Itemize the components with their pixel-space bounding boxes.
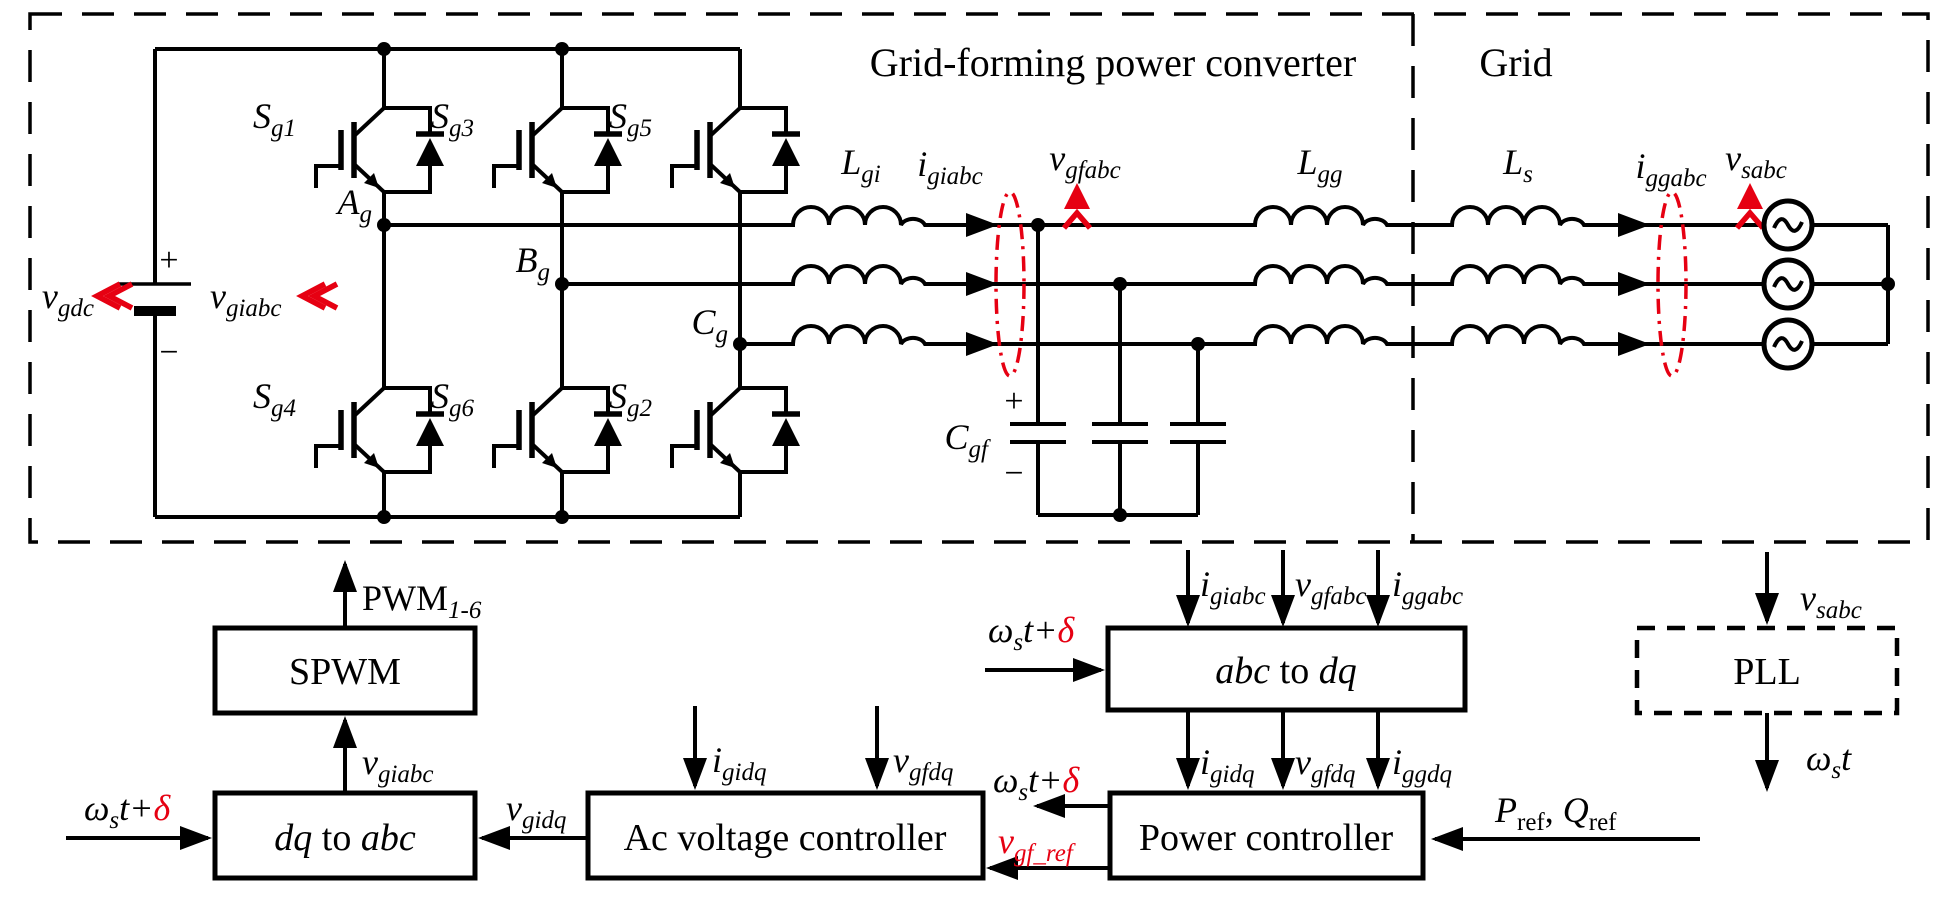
label-lgi: Lgi xyxy=(840,142,881,188)
dc-plus-sign: + xyxy=(159,242,178,279)
igbt-sg2 xyxy=(672,388,800,472)
iggabc-current-arrow-icons xyxy=(1618,213,1650,356)
title-grid-forming-converter: Grid-forming power converter xyxy=(870,40,1356,85)
pll-block-label: PLL xyxy=(1733,651,1801,693)
dc-source: + − xyxy=(119,49,191,517)
label-sg4: Sg4 xyxy=(253,376,296,422)
phase-c-line xyxy=(740,324,1764,346)
label-cgf: Cgf xyxy=(945,417,992,463)
label-sg3: Sg3 xyxy=(431,96,474,142)
igiabc-current-arrow-icons xyxy=(966,213,998,356)
label-omega-t-delta-left: ωst+δ xyxy=(84,788,171,834)
power-controller-block xyxy=(1107,790,1426,881)
label-sg6: Sg6 xyxy=(431,376,475,422)
junction-dots xyxy=(377,42,1895,524)
igbt-sg5 xyxy=(672,108,800,192)
label-vgidq: vgidq xyxy=(506,788,566,834)
abc-to-dq-block-label: abc to dq xyxy=(1215,650,1356,692)
label-igiabc-measure: igiabc xyxy=(917,144,983,190)
ac-voltage-controller-block xyxy=(585,790,986,881)
label-vgdc: vgdc xyxy=(42,276,94,322)
label-vsabc-control: vsabc xyxy=(1800,578,1862,624)
vgiabc-measure-arrow-icon xyxy=(296,281,339,311)
label-iggabc-measure: iggabc xyxy=(1635,146,1706,192)
label-pref-qref: Pref, Qref xyxy=(1494,790,1617,836)
spwm-block xyxy=(212,625,478,716)
title-grid: Grid xyxy=(1479,40,1552,85)
phase-lines xyxy=(384,205,1764,346)
label-vgfabc-input: vgfabc xyxy=(1295,564,1367,610)
abc-to-dq-input-arrows xyxy=(1176,550,1390,627)
spwm-block-label: SPWM xyxy=(289,651,401,693)
igbt-sg6 xyxy=(494,388,622,472)
phase-a-line xyxy=(384,205,1764,227)
label-omega-t-delta-pc: ωst+δ xyxy=(993,760,1080,806)
label-omega-t-delta-abcdq: ωst+δ xyxy=(988,610,1075,656)
igiabc-measure-ellipse-icon xyxy=(994,190,1026,378)
igbt-sg3 xyxy=(494,108,622,192)
label-vgfdq-output: vgfdq xyxy=(1295,742,1355,788)
label-pwm-1-6: PWM1-6 xyxy=(362,578,482,624)
pll-block xyxy=(1634,625,1900,716)
abc-to-dq-output-arrows xyxy=(1176,710,1390,790)
cap-plus-sign: + xyxy=(1004,383,1023,420)
dq-to-abc-block xyxy=(212,790,478,881)
label-igidq-output: igidq xyxy=(1200,742,1254,788)
cap-minus-sign: − xyxy=(1004,455,1023,492)
iggabc-measure-ellipse-icon xyxy=(1656,190,1688,378)
label-igiabc-input: igiabc xyxy=(1200,564,1266,610)
power-controller-label: Power controller xyxy=(1139,817,1394,859)
label-ls: Ls xyxy=(1502,142,1533,188)
label-omega-t: ωst xyxy=(1806,738,1852,784)
filter-capacitor-bank: + − xyxy=(1004,225,1226,517)
label-vgfdq-avc: vgfdq xyxy=(893,740,953,786)
vgdc-measure-arrow-icon xyxy=(91,281,134,311)
label-lgg: Lgg xyxy=(1296,142,1342,188)
label-iggdq-output: iggdq xyxy=(1392,742,1452,788)
label-vgiabc-control: vgiabc xyxy=(362,742,434,788)
vgfabc-measure-arrow-icon xyxy=(1061,183,1093,230)
label-sg5: Sg5 xyxy=(609,96,652,142)
label-sg1: Sg1 xyxy=(253,96,296,142)
label-vgiabc-dc: vgiabc xyxy=(210,276,282,322)
label-node-ag: Ag xyxy=(336,182,373,228)
label-node-cg: Cg xyxy=(691,302,728,348)
label-igidq-avc: igidq xyxy=(712,740,766,786)
ac-voltage-controller-label: Ac voltage controller xyxy=(624,817,947,859)
label-iggabc-input: iggabc xyxy=(1392,564,1463,610)
label-vsabc-measure: vsabc xyxy=(1725,138,1787,184)
grid-ac-sources xyxy=(1761,198,1890,371)
converter-boundary-box xyxy=(28,12,1930,544)
phase-b-line xyxy=(562,264,1764,286)
label-vgf-ref: vgf_ref xyxy=(998,821,1076,867)
label-node-bg: Bg xyxy=(516,240,551,286)
dq-to-abc-block-label: dq to abc xyxy=(274,817,416,859)
vsabc-measure-arrow-icon xyxy=(1734,183,1766,230)
abc-to-dq-block xyxy=(1105,625,1468,713)
igbt-sg1 xyxy=(316,108,444,192)
dc-minus-sign: − xyxy=(159,334,178,371)
label-vgfabc-measure: vgfabc xyxy=(1049,138,1121,184)
label-sg2: Sg2 xyxy=(609,376,652,422)
igbt-sg4 xyxy=(316,388,444,472)
